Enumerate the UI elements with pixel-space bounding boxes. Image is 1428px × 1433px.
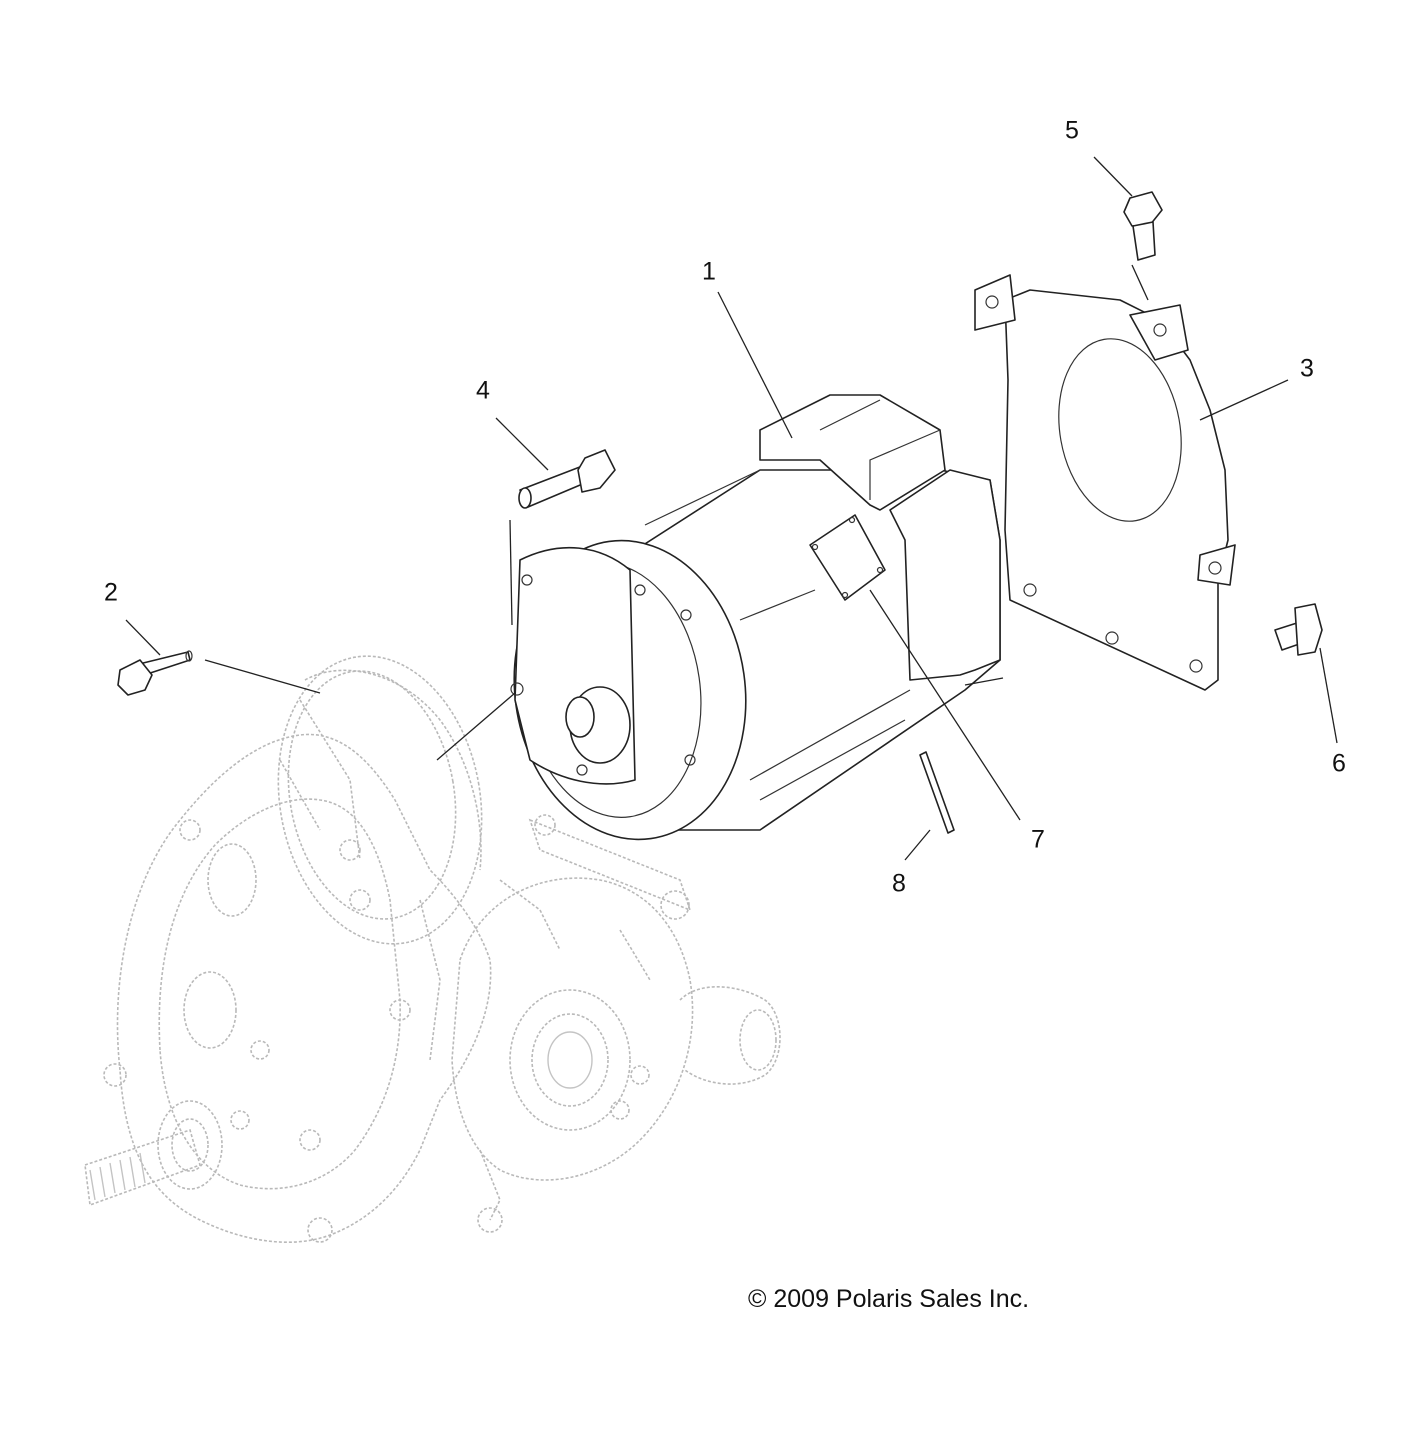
callout-5: 5 bbox=[1065, 116, 1079, 145]
callout-6: 6 bbox=[1332, 749, 1346, 778]
pin-part-8 bbox=[919, 751, 955, 834]
callout-4: 4 bbox=[476, 376, 490, 405]
callout-8: 8 bbox=[892, 869, 906, 898]
shield-plate-part-3 bbox=[974, 274, 1236, 691]
bolt-part-6 bbox=[1274, 603, 1323, 656]
callout-3: 3 bbox=[1300, 354, 1314, 383]
callout-7: 7 bbox=[1031, 825, 1045, 854]
bolt-part-4 bbox=[518, 449, 616, 509]
transmission-housing-ghost bbox=[84, 655, 781, 1244]
motor-part-1 bbox=[510, 394, 1001, 841]
callout-2: 2 bbox=[104, 578, 118, 607]
copyright-notice: © 2009 Polaris Sales Inc. bbox=[748, 1285, 1030, 1313]
bolt-part-5 bbox=[1123, 191, 1163, 261]
bolt-part-2 bbox=[117, 650, 193, 696]
callout-1: 1 bbox=[702, 257, 716, 286]
leader-lines bbox=[125, 156, 1338, 861]
